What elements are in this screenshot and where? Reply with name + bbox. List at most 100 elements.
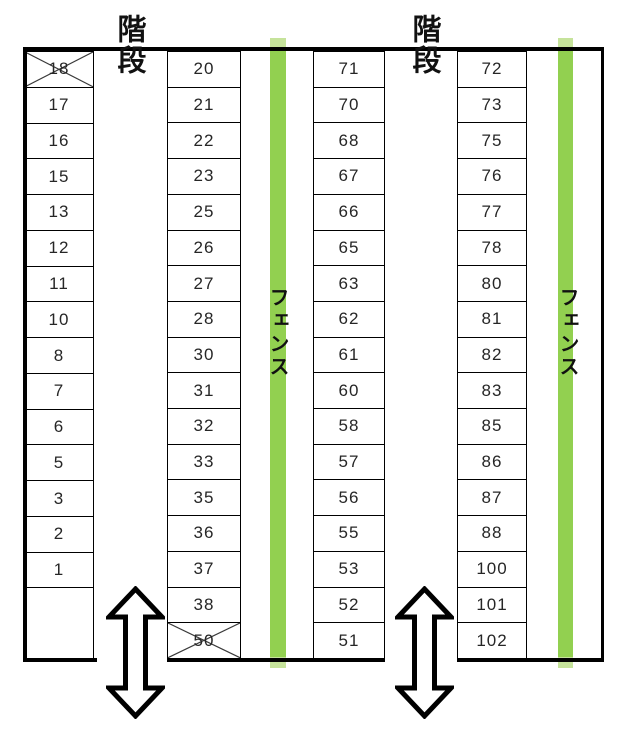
cell-number: 13 — [48, 202, 70, 222]
parking-cell-81: 81 — [457, 301, 527, 338]
parking-cell-37: 37 — [167, 551, 241, 588]
cell-number: 66 — [338, 202, 360, 222]
parking-cell-8: 8 — [24, 338, 94, 374]
parking-cell-51: 51 — [313, 623, 385, 659]
parking-cell-3: 3 — [24, 481, 94, 517]
double-arrow-left-shape — [106, 586, 165, 719]
parking-cell-33: 33 — [167, 444, 241, 481]
cell-number: 5 — [53, 452, 65, 472]
cell-number: 25 — [193, 202, 215, 222]
parking-cell-1: 1 — [24, 552, 94, 589]
fence-label-right: フェンス — [556, 287, 578, 379]
parking-cell-58: 58 — [313, 409, 385, 445]
fence-strip-left — [270, 51, 286, 657]
cell-number: 82 — [481, 344, 503, 364]
parking-cell-21: 21 — [167, 87, 241, 124]
cell-number: 80 — [481, 273, 503, 293]
cell-number: 17 — [48, 95, 70, 115]
parking-cell-32: 32 — [167, 409, 241, 445]
parking-cell-30: 30 — [167, 337, 241, 374]
parking-cell-28: 28 — [167, 301, 241, 338]
parking-cell-25: 25 — [167, 194, 241, 231]
parking-cell-26: 26 — [167, 230, 241, 267]
parking-cell-22: 22 — [167, 123, 241, 160]
parking-cell-7: 7 — [24, 373, 94, 410]
cell-number: 16 — [48, 130, 70, 150]
cell-number: 27 — [193, 273, 215, 293]
parking-cell-80: 80 — [457, 266, 527, 302]
parking-cell-38: 38 — [167, 587, 241, 624]
cell-number: 102 — [476, 630, 508, 650]
outer-border-left — [23, 47, 27, 661]
parking-cell-35: 35 — [167, 480, 241, 517]
cell-number: 65 — [338, 237, 360, 257]
parking-cell-52: 52 — [313, 587, 385, 624]
cell-number: 33 — [193, 452, 215, 472]
cell-number: 38 — [193, 594, 215, 614]
fence-label-left: フェンス — [266, 287, 288, 379]
cell-number: 62 — [338, 309, 360, 329]
parking-cell-75: 75 — [457, 123, 527, 160]
cell-number: 6 — [53, 417, 65, 437]
parking-cell-63: 63 — [313, 266, 385, 302]
double-arrow-left — [106, 586, 165, 719]
outer-border-right — [601, 47, 604, 661]
cell-number: 1 — [53, 560, 65, 580]
parking-cell-61: 61 — [313, 337, 385, 374]
parking-cell-6: 6 — [24, 409, 94, 446]
cell-number: 88 — [481, 523, 503, 543]
cell-number: 28 — [193, 309, 215, 329]
parking-cell-88: 88 — [457, 516, 527, 552]
parking-cell-36: 36 — [167, 516, 241, 552]
cell-number: 20 — [193, 59, 215, 79]
cell-number: 11 — [49, 273, 69, 293]
stairs-label-right: 階段 — [408, 14, 440, 76]
parking-cell-53: 53 — [313, 551, 385, 588]
cell-number: 60 — [338, 380, 360, 400]
cell-number: 57 — [338, 452, 360, 472]
cell-number: 75 — [481, 130, 503, 150]
parking-cell-60: 60 — [313, 373, 385, 410]
cell-number: 7 — [53, 381, 65, 401]
cell-number: 10 — [48, 309, 70, 329]
parking-cell-20: 20 — [167, 52, 241, 88]
parking-cell-17: 17 — [24, 87, 94, 124]
parking-cell-65: 65 — [313, 230, 385, 267]
cell-number: 22 — [193, 130, 215, 150]
cell-number: 76 — [481, 166, 503, 186]
parking-cell-12: 12 — [24, 230, 94, 267]
parking-cell-83: 83 — [457, 373, 527, 410]
cell-number: 51 — [338, 630, 360, 650]
parking-cell-100: 100 — [457, 551, 527, 588]
cell-number: 26 — [193, 237, 215, 257]
parking-cell-86: 86 — [457, 444, 527, 481]
parking-cell-85: 85 — [457, 409, 527, 445]
parking-cell-101: 101 — [457, 587, 527, 624]
cell-number: 61 — [338, 344, 360, 364]
cell-number: 53 — [338, 559, 360, 579]
parking-cell-55: 55 — [313, 516, 385, 552]
parking-cell-23: 23 — [167, 159, 241, 195]
cell-number: 50 — [193, 630, 215, 650]
cell-number: 68 — [338, 130, 360, 150]
parking-cell-10: 10 — [24, 302, 94, 339]
cell-number: 101 — [476, 594, 508, 614]
parking-cell-5: 5 — [24, 445, 94, 482]
fence-strip-left-bottom-stub — [270, 657, 286, 668]
parking-cell-67: 67 — [313, 159, 385, 195]
cell-number: 100 — [476, 559, 508, 579]
parking-cell-70: 70 — [313, 87, 385, 124]
cell-number: 73 — [481, 95, 503, 115]
double-arrow-right-shape — [395, 586, 454, 719]
parking-cell-13: 13 — [24, 195, 94, 231]
cell-number: 85 — [481, 416, 503, 436]
outer-border-top — [23, 47, 604, 51]
cell-number: 56 — [338, 487, 360, 507]
fence-strip-right — [558, 51, 573, 657]
parking-cell-72: 72 — [457, 52, 527, 88]
parking-cell-77: 77 — [457, 194, 527, 231]
parking-cell-16: 16 — [24, 123, 94, 160]
cell-number: 58 — [338, 416, 360, 436]
